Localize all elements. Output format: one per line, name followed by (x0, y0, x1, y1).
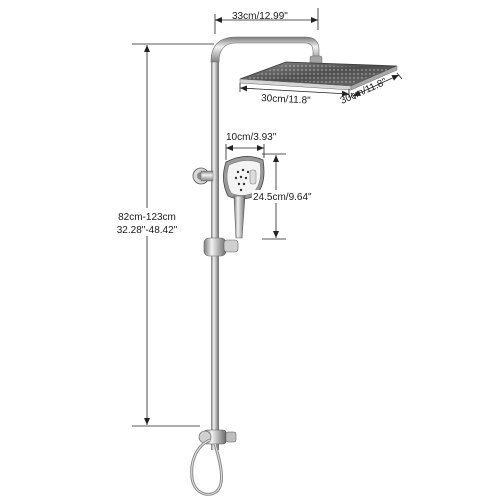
label-bg-rail-height (110, 208, 186, 236)
label-rail-height-metric: 82cm-123cm (118, 212, 176, 223)
dim-head-depth (350, 72, 403, 100)
hand-shower-head (223, 156, 265, 239)
dim-handset-width (225, 144, 265, 160)
label-bg-handset-height (252, 190, 316, 203)
handset-holder (203, 237, 239, 257)
wall-bracket (192, 167, 214, 185)
shower-hose (190, 438, 223, 496)
label-handset-width: 10cm/3.93" (226, 132, 277, 143)
shower-arm (210, 36, 320, 63)
hose-highlight (191, 439, 222, 495)
label-handset-height: 24.5cm/9.64" (253, 192, 312, 203)
label-rail-height-imperial: 32.28"-48.42" (117, 225, 178, 236)
dim-head-width (239, 83, 350, 98)
label-head-width: 30cm/11.8" (261, 93, 311, 107)
label-arm-width: 33cm/12.99" (232, 11, 288, 22)
dim-arm-width (214, 8, 319, 34)
